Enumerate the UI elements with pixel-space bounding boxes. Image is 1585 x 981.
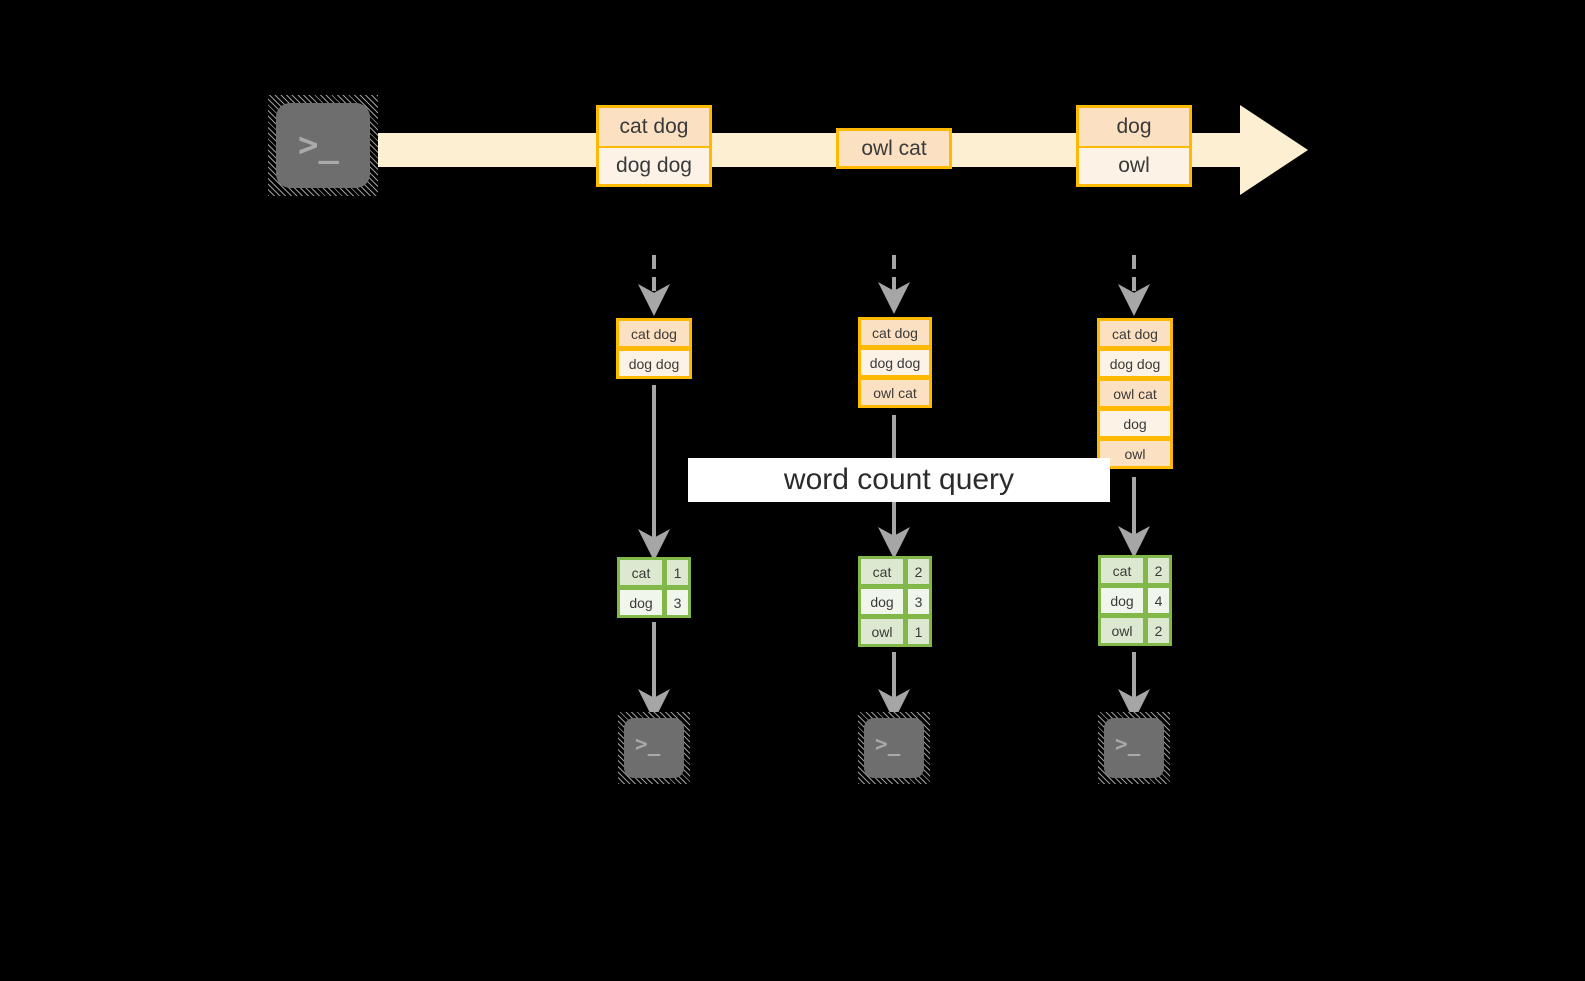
count-row: owl 1 — [858, 616, 932, 647]
accumulated-record-line: owl cat — [858, 377, 932, 408]
count-word-cell: owl — [858, 616, 906, 647]
count-row: owl 2 — [1098, 615, 1172, 646]
accumulated-record-line: cat dog — [1097, 318, 1173, 349]
terminal-screen — [1104, 718, 1164, 778]
terminal-prompt-glyph: >_ — [298, 125, 339, 165]
accumulated-records-column-3: cat dog dog dog owl cat dog owl — [1097, 318, 1173, 476]
count-word-cell: cat — [858, 556, 906, 587]
accumulated-records-column-1: cat dog dog dog — [616, 318, 692, 383]
sink-terminal-icon-column-1[interactable]: >_ — [618, 712, 690, 784]
stream-record-line: dog dog — [596, 146, 712, 187]
stream-arrow — [360, 105, 1308, 195]
terminal-prompt-glyph: >_ — [635, 732, 661, 756]
terminal-screen — [276, 103, 370, 188]
count-value-cell: 3 — [664, 587, 691, 618]
count-row: dog 3 — [617, 587, 691, 618]
terminal-prompt-glyph: >_ — [875, 732, 901, 756]
count-value-cell: 3 — [905, 586, 932, 617]
count-word-cell: owl — [1098, 615, 1146, 646]
count-value-cell: 4 — [1145, 585, 1172, 616]
count-value-cell: 2 — [1145, 615, 1172, 646]
accumulated-record-line: dog dog — [858, 347, 932, 378]
count-row: cat 2 — [1098, 555, 1172, 586]
stream-record-1: cat dog dog dog — [596, 105, 712, 187]
count-word-cell: dog — [617, 587, 665, 618]
count-value-cell: 1 — [905, 616, 932, 647]
count-row: cat 1 — [617, 557, 691, 588]
count-word-cell: dog — [1098, 585, 1146, 616]
accumulated-record-line: dog dog — [1097, 348, 1173, 379]
source-terminal-icon[interactable]: >_ — [268, 95, 378, 196]
count-row: dog 3 — [858, 586, 932, 617]
count-value-cell: 2 — [1145, 555, 1172, 586]
stream-record-line: cat dog — [596, 105, 712, 146]
accumulated-record-line: cat dog — [616, 318, 692, 349]
sink-terminal-icon-column-3[interactable]: >_ — [1098, 712, 1170, 784]
accumulated-record-line: owl cat — [1097, 378, 1173, 409]
query-banner: word count query — [688, 458, 1110, 502]
count-row: cat 2 — [858, 556, 932, 587]
stream-record-line: owl cat — [836, 128, 952, 169]
count-value-cell: 2 — [905, 556, 932, 587]
count-word-cell: cat — [617, 557, 665, 588]
count-table-column-1: cat 1 dog 3 — [617, 557, 691, 618]
accumulated-record-line: dog dog — [616, 348, 692, 379]
accumulated-records-column-2: cat dog dog dog owl cat — [858, 317, 932, 413]
stream-record-2: owl cat — [836, 128, 952, 169]
count-table-column-3: cat 2 dog 4 owl 2 — [1098, 555, 1172, 646]
accumulated-record-line: dog — [1097, 408, 1173, 439]
query-banner-label: word count query — [783, 463, 1015, 496]
accumulated-record-line: cat dog — [858, 317, 932, 348]
terminal-prompt-glyph: >_ — [1115, 732, 1141, 756]
count-table-column-2: cat 2 dog 3 owl 1 — [858, 556, 932, 647]
terminal-screen — [864, 718, 924, 778]
count-row: dog 4 — [1098, 585, 1172, 616]
stream-arrow-shape — [360, 105, 1308, 195]
sink-terminal-icon-column-2[interactable]: >_ — [858, 712, 930, 784]
stream-record-3: dog owl — [1076, 105, 1192, 187]
count-word-cell: cat — [1098, 555, 1146, 586]
stream-record-line: dog — [1076, 105, 1192, 146]
stream-record-line: owl — [1076, 146, 1192, 187]
count-word-cell: dog — [858, 586, 906, 617]
count-value-cell: 1 — [664, 557, 691, 588]
terminal-screen — [624, 718, 684, 778]
